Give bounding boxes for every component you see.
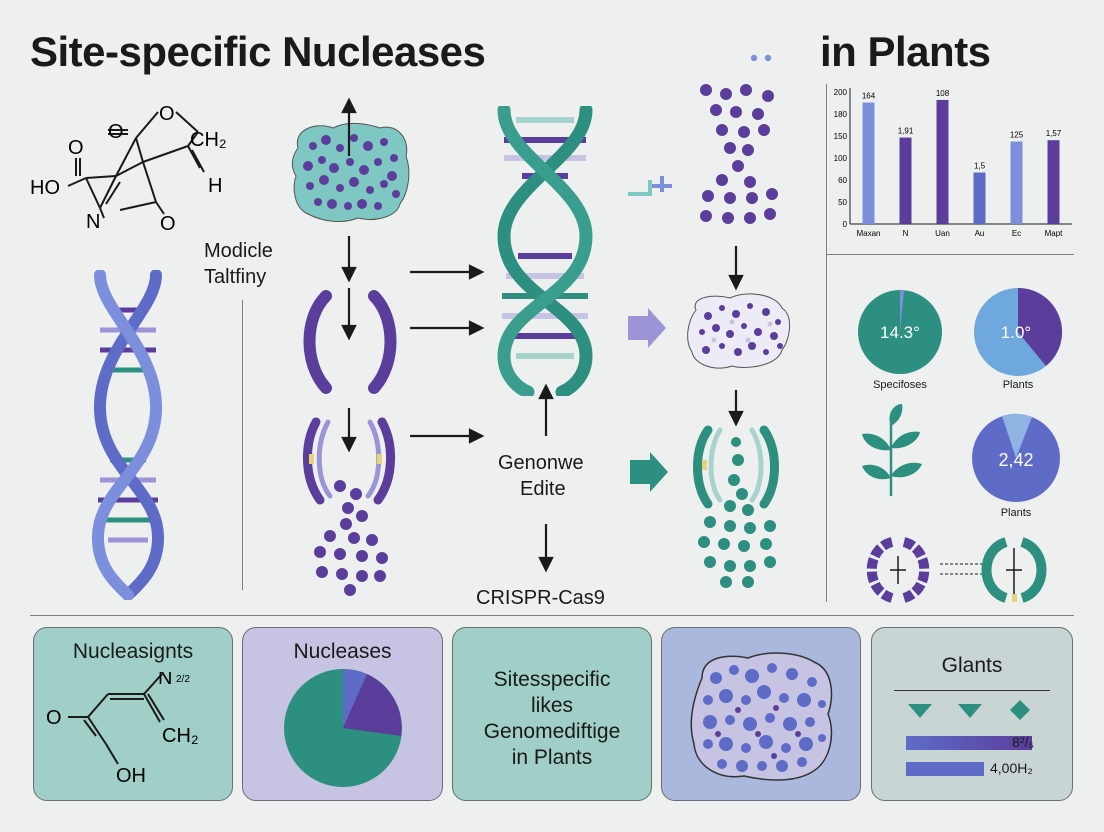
bar-data-label: 164 [862, 92, 876, 101]
triangle-marker-1 [908, 704, 932, 718]
bar-data-label: 1,91 [898, 127, 914, 136]
atom-ch2: CH₂ [190, 129, 227, 151]
plant-icon [856, 402, 926, 498]
card-sitespecific: Sitesspecific likes Genomediftige in Pla… [452, 627, 652, 801]
bar-ec [1010, 141, 1023, 224]
pie-chart-3: 2,42 [970, 412, 1062, 504]
progress-bar-1-label: 8²/₅ [1012, 734, 1034, 750]
card-1-atom-o: O [46, 707, 62, 729]
pie-2-caption: Plants [1002, 379, 1034, 391]
y-tick-label: 200 [834, 88, 848, 97]
x-tick-label: Uan [935, 229, 950, 238]
progress-bar-2 [906, 762, 984, 776]
x-tick-label: Mapt [1045, 229, 1064, 238]
process-flow-right [686, 80, 796, 600]
dots-ornament [749, 50, 775, 62]
bar-data-label: 1,57 [1046, 129, 1062, 138]
bar-maxan [862, 102, 875, 224]
dna-helix-left [78, 269, 178, 601]
bracket-symbols [862, 534, 1068, 606]
card-glants: Glants 8²/₅ 4,00H₂ [871, 627, 1073, 801]
taltfiny-label: Taltfiny [204, 266, 267, 288]
pie-chart-1: 14.3° [856, 288, 944, 376]
card-3-line-1: Sitesspecific [493, 668, 611, 691]
x-tick-label: Maxan [856, 229, 880, 238]
atom-o-bottom: O [160, 213, 176, 235]
atom-n: N [86, 211, 100, 233]
bar-au [973, 172, 986, 224]
pie-3-value: 2,42 [998, 450, 1033, 470]
bar-data-label: 108 [936, 89, 950, 98]
diamond-marker [1010, 700, 1030, 720]
arrows-center-vertical [534, 383, 558, 584]
card-3-line-3: Genomediftige [483, 720, 621, 743]
y-tick-label: 180 [834, 110, 848, 119]
atom-o-left: O [108, 121, 124, 143]
bar-n [899, 137, 912, 224]
vertical-divider [242, 300, 243, 590]
pie-2-value: 1.0° [1001, 323, 1031, 342]
card-3-line-4: in Plants [511, 746, 593, 769]
right-panel-divider [826, 84, 827, 602]
fat-arrow-lavender [626, 306, 668, 350]
card-4-cell-blob [690, 652, 833, 781]
card-1-title: Nucleasignts [72, 640, 194, 663]
y-tick-label: 0 [843, 220, 848, 229]
x-tick-label: Au [975, 229, 985, 238]
dna-helix-center [482, 103, 608, 399]
card-1-molecule: O N 2/2 CH₂ OH [46, 672, 199, 787]
section-divider [30, 615, 1074, 616]
crispr-label: CRISPR-Cas9 [476, 587, 605, 609]
molecule-structure: O CH₂ O O HO H N O [28, 98, 238, 238]
cell-blob-top [288, 118, 412, 224]
card-2-title: Nucleases [293, 640, 392, 663]
bar-data-label: 125 [1010, 131, 1024, 140]
bar-mapt [1047, 140, 1060, 224]
card-nucleases: Nucleases [242, 627, 443, 801]
edite-label: Edite [520, 478, 566, 500]
card-cell [661, 627, 861, 801]
x-tick-label: N [903, 229, 909, 238]
card-3-line-2: likes [530, 694, 573, 717]
pie-chart-2: 1.0° [972, 286, 1064, 378]
card-5-title: Glants [941, 654, 1003, 677]
plus-symbol-icon [626, 174, 676, 200]
modicle-label: Modicle [204, 240, 273, 262]
atom-h: H [208, 175, 222, 197]
card-1-atom-n-sub: 2/2 [176, 674, 190, 685]
card-nucleasignts: Nucleasignts O N 2/2 CH₂ OH [33, 627, 233, 801]
card-1-atom-n: N [158, 672, 172, 689]
card-1-atom-ch2: CH₂ [162, 725, 199, 747]
y-tick-label: 100 [834, 154, 848, 163]
right-panel-hline [826, 254, 1074, 255]
bar-data-label: 1,5 [974, 162, 986, 171]
atom-o-top: O [159, 103, 175, 125]
card-5-rule [894, 690, 1050, 691]
page-title-right: in Plants [820, 28, 991, 75]
pie-1-caption: Specifoses [873, 379, 927, 391]
x-tick-label: Ec [1012, 229, 1021, 238]
page-title: Site-specific Nucleases [30, 28, 486, 75]
progress-bar-1 [906, 736, 1032, 750]
pie-3-caption: Plants [1000, 507, 1032, 519]
atom-ho: HO [30, 177, 60, 199]
arrows-to-dna [406, 258, 486, 448]
y-tick-label: 50 [838, 198, 847, 207]
card-5-markers [908, 700, 1030, 720]
bar-uan [936, 99, 949, 224]
card-1-atom-oh: OH [116, 765, 146, 787]
y-tick-label: 60 [838, 176, 847, 185]
y-tick-label: 150 [834, 132, 848, 141]
fat-arrow-teal [628, 450, 670, 494]
triangle-marker-2 [958, 704, 982, 718]
pie-1-value: 14.3° [880, 323, 920, 342]
atom-o-side: O [68, 137, 84, 159]
genome-label: Genonwe [498, 452, 584, 474]
card-2-pie [284, 668, 402, 787]
progress-bar-2-label: 4,00H₂ [990, 760, 1033, 776]
process-flow-left [300, 96, 410, 616]
